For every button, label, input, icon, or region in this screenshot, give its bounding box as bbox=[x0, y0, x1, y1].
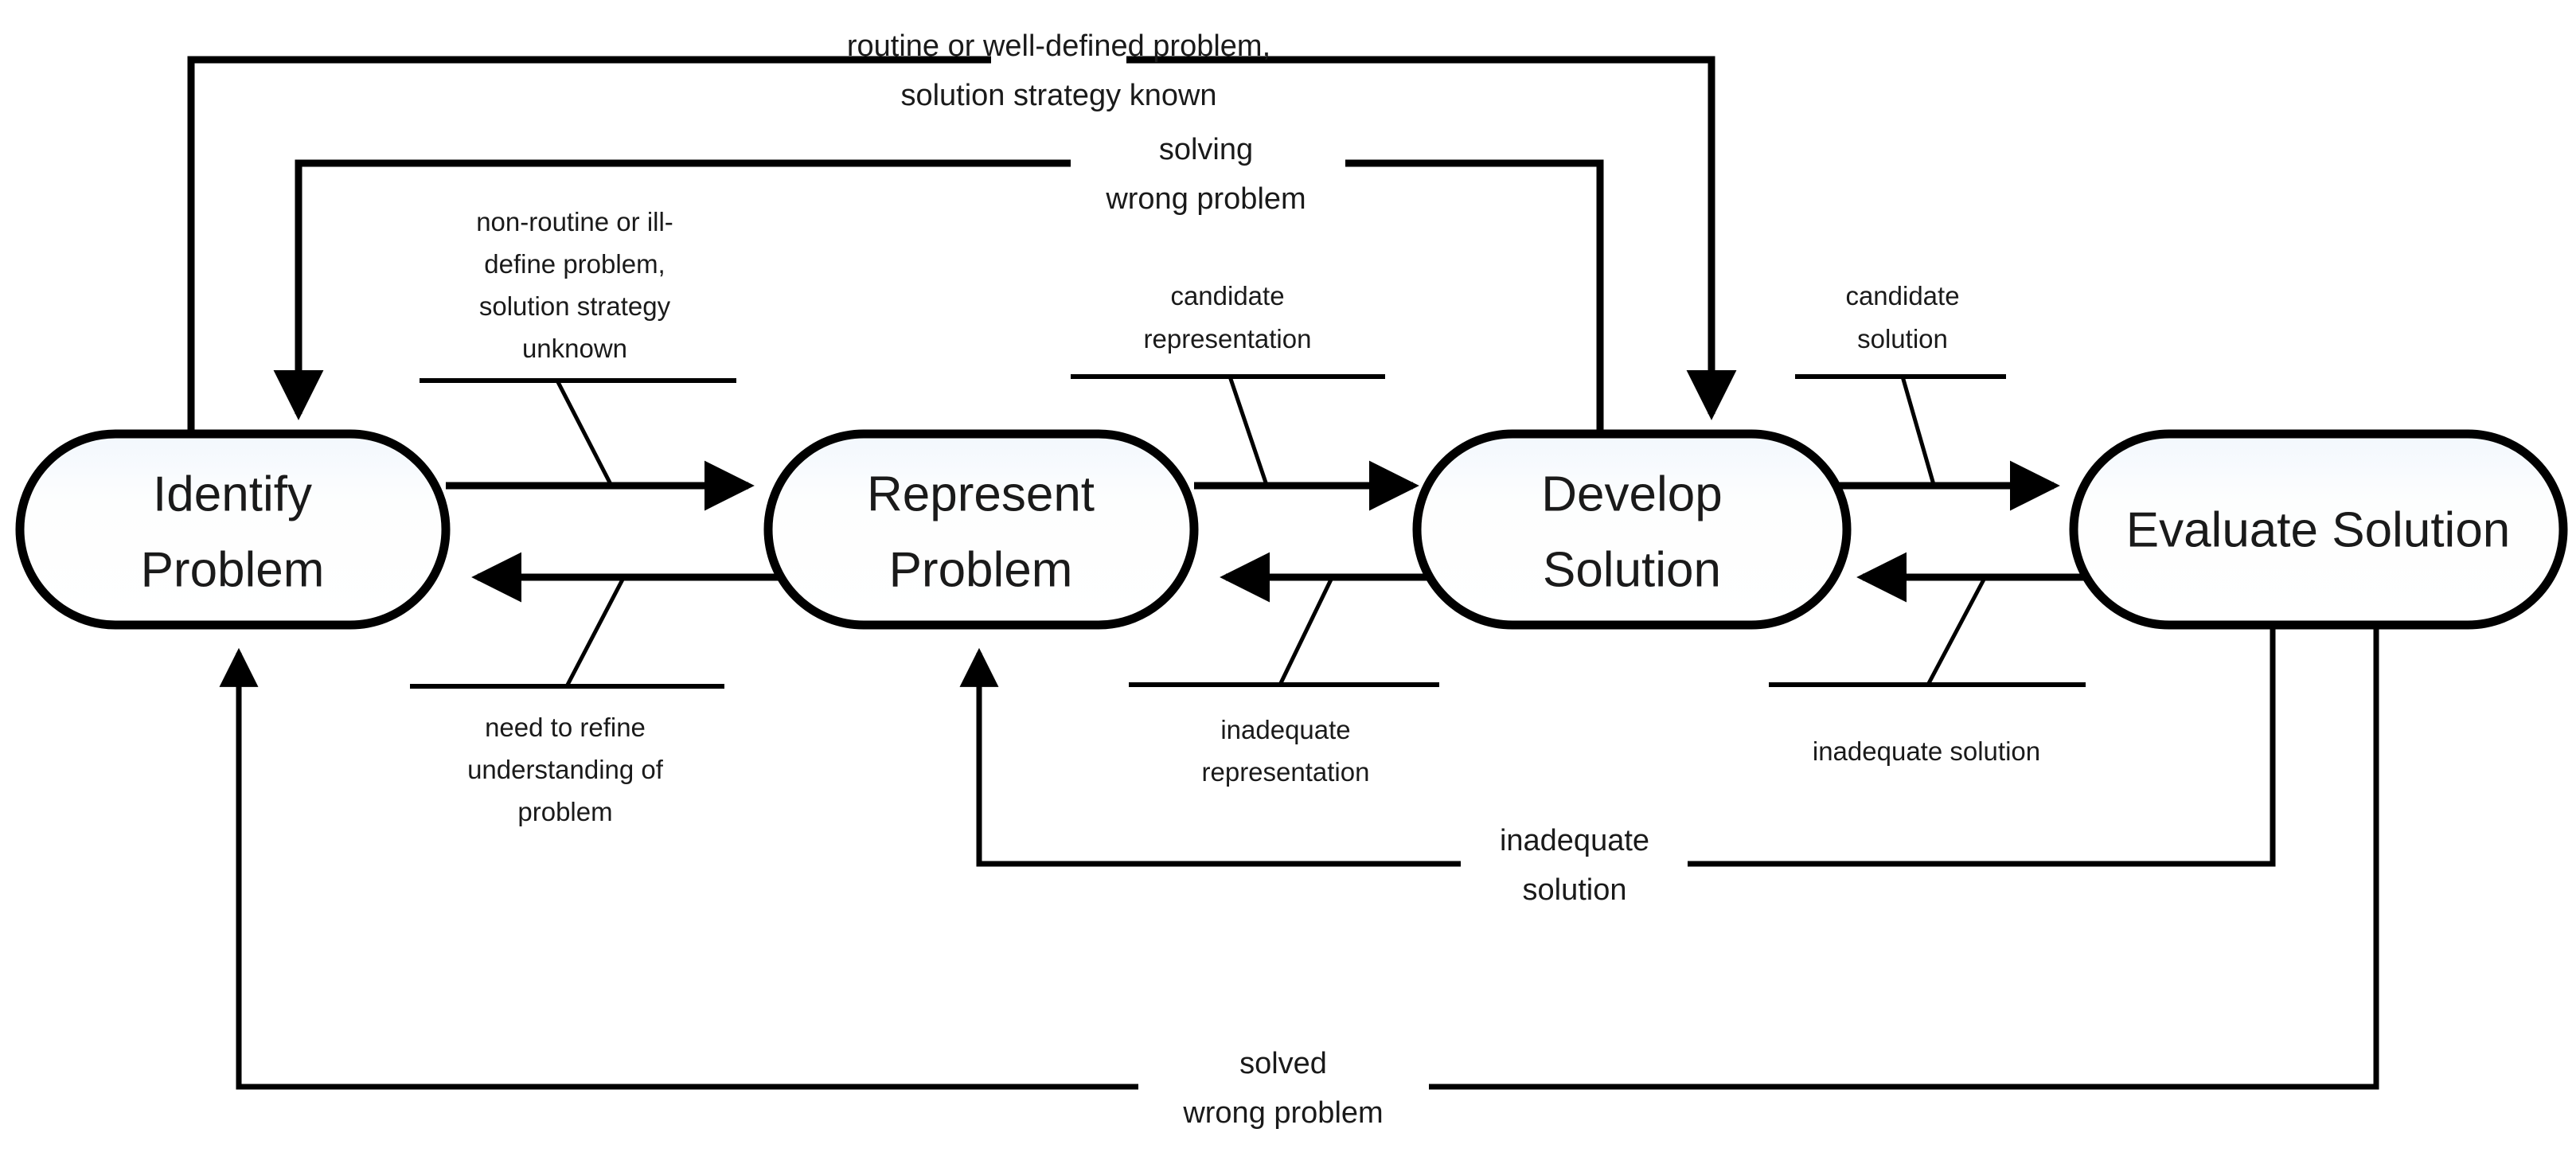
annotation-need-refine-line1: need to refine bbox=[485, 713, 646, 742]
annotation-candidate-representation-line1: candidate bbox=[1170, 281, 1284, 310]
annotation-candidate-representation: candidate representation bbox=[1144, 281, 1312, 353]
leader-candidate-representation bbox=[1228, 376, 1270, 488]
annotation-inadequate-solution-low-line1: inadequate bbox=[1500, 824, 1649, 857]
annotation-routine-line2: solution strategy known bbox=[900, 79, 1216, 112]
annotation-non-routine-line3: solution strategy bbox=[479, 291, 671, 321]
annotation-candidate-solution: candidate solution bbox=[1845, 281, 1959, 353]
annotation-solving-wrong-line2: wrong problem bbox=[1105, 182, 1306, 216]
annotation-inadequate-solution-mid-line1: inadequate solution bbox=[1813, 736, 2040, 766]
annotation-inadequate-solution-low: inadequate solution bbox=[1500, 824, 1649, 907]
node-develop-label-line1: Develop bbox=[1541, 467, 1722, 521]
node-develop-label-line2: Solution bbox=[1543, 542, 1721, 597]
annotation-inadequate-solution-mid: inadequate solution bbox=[1813, 736, 2040, 766]
node-identify-label-line1: Identify bbox=[153, 467, 312, 521]
node-represent-problem[interactable]: Represent Problem bbox=[763, 429, 1199, 630]
edge-solved-wrong-problem bbox=[219, 625, 2379, 1090]
annotation-solved-wrong-line2: wrong problem bbox=[1182, 1096, 1383, 1130]
leader-inadequate-representation bbox=[1278, 578, 1333, 686]
annotation-inadequate-representation-line2: representation bbox=[1202, 757, 1370, 787]
annotation-routine-well-defined: routine or well-defined problem, solutio… bbox=[847, 29, 1270, 112]
leader-candidate-solution bbox=[1900, 376, 1937, 488]
annotation-need-refine: need to refine understanding of problem bbox=[467, 713, 664, 826]
node-identify-problem[interactable]: Identify Problem bbox=[15, 429, 451, 630]
annotation-non-routine: non-routine or ill- define problem, solu… bbox=[476, 207, 673, 363]
annotation-non-routine-line4: unknown bbox=[522, 334, 627, 363]
edge-inadequate-solution-loop bbox=[959, 625, 2276, 867]
leader-need-refine bbox=[564, 578, 625, 688]
node-represent-label-line2: Problem bbox=[889, 542, 1073, 597]
leader-inadequate-solution-mid bbox=[1926, 578, 1986, 686]
annotation-inadequate-representation: inadequate representation bbox=[1202, 715, 1370, 787]
node-evaluate-label-line1: Evaluate Solution bbox=[2126, 502, 2511, 557]
annotation-non-routine-line1: non-routine or ill- bbox=[476, 207, 673, 236]
edge-solving-wrong-problem bbox=[273, 159, 1604, 434]
annotation-routine-line1: routine or well-defined problem, bbox=[847, 29, 1270, 63]
edge-routine-well-defined bbox=[187, 56, 1737, 434]
annotation-candidate-solution-line1: candidate bbox=[1845, 281, 1959, 310]
annotation-solved-wrong-line1: solved bbox=[1239, 1047, 1327, 1080]
node-evaluate-solution[interactable]: Evaluate Solution bbox=[2069, 429, 2568, 630]
annotation-solved-wrong-problem: solved wrong problem bbox=[1182, 1047, 1383, 1130]
annotation-inadequate-solution-low-line2: solution bbox=[1523, 873, 1627, 907]
annotation-inadequate-representation-line1: inadequate bbox=[1220, 715, 1350, 744]
leader-non-routine bbox=[555, 379, 614, 487]
node-represent-label-line1: Represent bbox=[867, 467, 1095, 521]
annotation-non-routine-line2: define problem, bbox=[484, 249, 665, 279]
annotation-solving-wrong-problem: solving wrong problem bbox=[1105, 133, 1306, 216]
annotation-candidate-representation-line2: representation bbox=[1144, 324, 1312, 353]
node-identify-label-line2: Problem bbox=[141, 542, 325, 597]
annotation-need-refine-line2: understanding of bbox=[467, 755, 664, 784]
annotation-candidate-solution-line2: solution bbox=[1857, 324, 1948, 353]
annotation-solving-wrong-line1: solving bbox=[1159, 133, 1253, 166]
node-develop-solution[interactable]: Develop Solution bbox=[1412, 429, 1852, 630]
annotation-need-refine-line3: problem bbox=[517, 797, 612, 826]
